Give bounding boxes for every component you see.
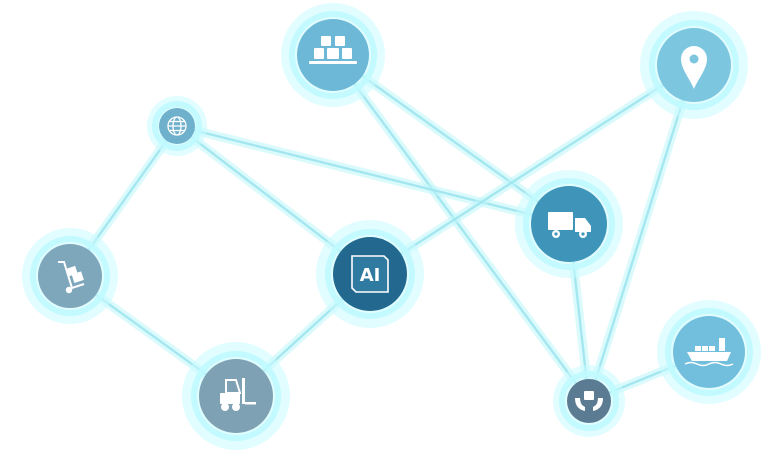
delivery-truck-icon — [548, 212, 591, 238]
warehouse-boxes-icon — [309, 36, 357, 64]
connection-line-warehouse-package-care — [331, 53, 591, 403]
node-disc — [567, 379, 611, 423]
cargo-ship-icon — [684, 338, 734, 367]
connection-line-globe-truck — [175, 124, 571, 226]
node-package-care — [553, 365, 625, 437]
package-in-hands-icon — [575, 391, 603, 411]
ai-chip-icon: AI — [351, 255, 389, 293]
node-warehouse — [281, 3, 385, 107]
node-forklift — [182, 342, 290, 450]
location-pin-icon — [681, 46, 707, 89]
node-hand-truck — [22, 228, 118, 324]
forklift-icon — [220, 378, 256, 411]
connection-line-location-package-care — [587, 63, 696, 403]
node-cargo-ship — [657, 300, 761, 404]
node-ai: AI — [316, 220, 424, 328]
node-globe — [147, 96, 207, 156]
ai-label: AI — [360, 265, 381, 286]
node-location — [640, 11, 748, 119]
hand-truck-icon — [58, 261, 85, 294]
globe-icon — [167, 116, 187, 136]
connection-line-ai-location — [368, 63, 696, 276]
node-truck — [515, 170, 623, 278]
